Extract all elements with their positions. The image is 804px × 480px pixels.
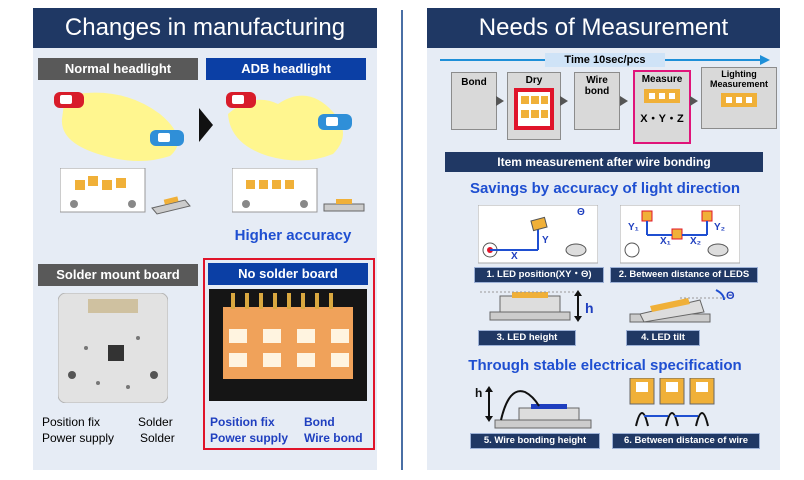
caption-between-leds: 2. Between distance of LEDS [610,267,758,283]
right-panel-title: Needs of Measurement [427,8,780,48]
no-solder-note: Bond [304,415,335,429]
higher-accuracy-text: Higher accuracy [234,227,352,244]
diag-label: h [475,386,483,400]
diag-label: X₁ [660,236,671,247]
solder-note: Position fix [42,415,101,429]
step-measure: Measure X・Y・Z [633,70,691,144]
normal-headlight-label: Normal headlight [38,58,198,80]
lighting-chip-icon [721,93,757,107]
solder-mount-label: Solder mount board [38,264,198,286]
wire-distance-diagram [629,378,715,427]
no-solder-note: Power supply [210,431,289,445]
step-wire-bond: Wire bond [574,72,620,130]
diag-label: Θ [726,290,735,302]
adb-headlight-diagram [226,92,352,161]
diag-label: Y [542,235,549,246]
caption-wire-distance: 6. Between distance of wire [612,433,760,449]
between-leds-diagram [620,205,740,264]
led-tilt-diagram [629,289,730,323]
arrow-right-icon [199,108,213,142]
solder-note: Solder [140,431,175,445]
diag-label: h [585,300,594,316]
blue-car-icon [150,130,184,146]
adb-headlight-label: ADB headlight [206,58,366,80]
timeline-label: Time 10sec/pcs [545,53,665,67]
step-dry: Dry [507,72,561,140]
no-solder-note: Position fix [210,415,275,429]
diag-label: X₂ [690,236,702,247]
item-measurement-header: Item measurement after wire bonding [445,152,763,172]
caption-wire-height: 5. Wire bonding height [470,433,600,449]
wire-height-diagram [485,386,592,429]
normal-led-board [60,168,191,215]
diag-label: Θ [577,207,585,218]
divider [401,10,403,470]
left-panel-title: Changes in manufacturing [33,8,377,48]
no-solder-board-image [209,289,367,401]
caption-led-position: 1. LED position(XY・Θ) [474,267,604,283]
caption-led-height: 3. LED height [478,330,576,346]
normal-headlight-diagram [54,92,184,161]
diag-label: Y₂ [714,222,726,233]
solder-note: Power supply [42,431,115,445]
diag-label: Y₁ [628,222,639,233]
step-bond: Bond [451,72,497,130]
blue-car-icon [318,114,352,130]
red-car-icon [226,92,256,108]
stable-heading: Through stable electrical specification [468,357,742,374]
savings-heading: Savings by accuracy of light direction [469,180,741,197]
no-solder-note: Wire bond [304,431,363,445]
caption-led-tilt: 4. LED tilt [626,330,700,346]
measure-chip-icon [644,89,680,103]
diag-label: X [511,251,518,262]
dry-tray-icon [514,88,554,130]
solder-board-image [58,293,168,403]
no-solder-frame [203,258,375,450]
adb-led-board [232,168,365,213]
led-height-diagram [480,290,582,322]
step-arrows [496,96,698,106]
step-lighting: Lighting Measurement [701,67,777,129]
no-solder-label: No solder board [208,263,368,285]
solder-note: Solder [138,415,173,429]
led-position-diagram [478,205,598,264]
red-car-icon [54,92,84,108]
